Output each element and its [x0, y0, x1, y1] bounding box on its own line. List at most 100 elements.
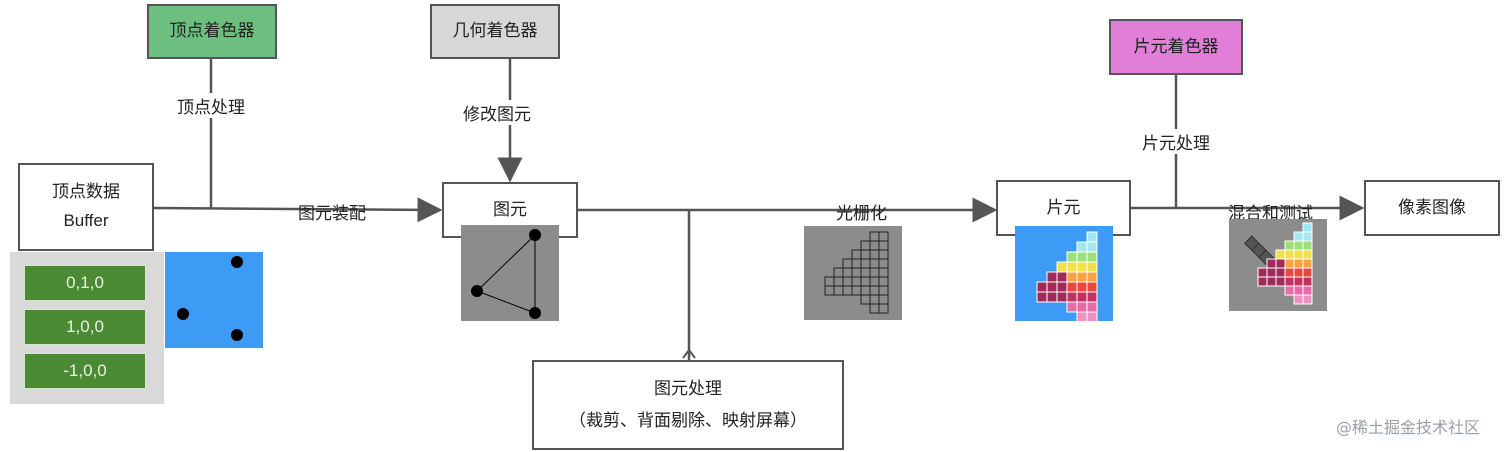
- fragment-cell: [1046, 291, 1058, 303]
- fragment-cell: [1066, 271, 1078, 283]
- fragment-cell: [1046, 271, 1058, 283]
- blend-test-panel: [1229, 219, 1327, 311]
- blend-cell: [1284, 285, 1295, 296]
- fragment-cell: [1076, 241, 1088, 253]
- vertex-point: [177, 308, 189, 320]
- watermark: @稀土掘金技术社区: [1336, 418, 1481, 437]
- blend-cell: [1284, 267, 1295, 278]
- raster-cell: [842, 276, 853, 287]
- blend-cell: [1284, 258, 1295, 269]
- primitive-processing-detail: （裁剪、背面剔除、映射屏幕）: [569, 411, 807, 431]
- raster-cell: [878, 303, 889, 314]
- fragment-shader-label: 片元着色器: [1133, 36, 1219, 57]
- label-vertex-processing: 顶点处理: [175, 93, 247, 118]
- raster-cell: [851, 276, 862, 287]
- fragment-cell: [1076, 301, 1088, 313]
- pixel-image-box: 像素图像: [1364, 180, 1500, 236]
- blend-cell: [1266, 267, 1277, 278]
- label-fragment-processing: 片元处理: [1140, 129, 1212, 154]
- raster-cell: [842, 267, 853, 278]
- fragment-cell: [1076, 281, 1088, 293]
- blend-cell: [1302, 294, 1313, 305]
- fragment-cell: [1086, 291, 1098, 303]
- fragment-cell: [1076, 251, 1088, 263]
- fragment-cell: [1086, 261, 1098, 273]
- raster-cell: [869, 285, 880, 296]
- label-primitive-assembly: 图元装配: [298, 204, 366, 224]
- blend-cell: [1302, 231, 1313, 242]
- fragment-cell: [1076, 271, 1088, 283]
- fragment-cell: [1056, 271, 1068, 283]
- triangle-primitive-panel: [461, 225, 559, 321]
- raster-cell: [860, 267, 871, 278]
- raster-cell: [878, 249, 889, 260]
- blend-cell: [1302, 249, 1313, 260]
- blend-cell: [1293, 249, 1304, 260]
- geometry-shader-box: 几何着色器: [430, 4, 560, 59]
- raster-cell: [878, 258, 889, 269]
- pixel-image-label: 像素图像: [1398, 197, 1466, 218]
- blend-cell: [1284, 249, 1295, 260]
- raster-cell: [851, 267, 862, 278]
- raster-grid-panel: [804, 226, 902, 320]
- fragment-cell: [1056, 281, 1068, 293]
- raster-cell: [860, 294, 871, 305]
- vertex-buffer-item: -1,0,0: [24, 353, 146, 389]
- fragment-cell: [1066, 301, 1078, 313]
- blend-cell: [1293, 285, 1304, 296]
- raster-cell: [842, 258, 853, 269]
- blend-cell: [1302, 222, 1313, 233]
- triangle-vertex: [529, 229, 541, 241]
- raster-cell: [860, 240, 871, 251]
- raster-cell: [869, 267, 880, 278]
- vertex-shader-box: 顶点着色器: [147, 4, 277, 59]
- blend-cell: [1257, 276, 1268, 287]
- raster-cell: [878, 294, 889, 305]
- raster-cell: [833, 267, 844, 278]
- vertex-buffer-panel: 0,1,0 1,0,0 -1,0,0: [10, 252, 164, 404]
- raster-cell: [860, 285, 871, 296]
- raster-cell: [833, 285, 844, 296]
- blend-cell: [1284, 276, 1295, 287]
- raster-cell: [869, 276, 880, 287]
- raster-cell: [851, 249, 862, 260]
- blend-cell: [1302, 258, 1313, 269]
- vertex-buffer-item: 1,0,0: [24, 309, 146, 345]
- fragment-cell: [1086, 281, 1098, 293]
- fragment-cell: [1076, 311, 1088, 323]
- blend-cell: [1302, 276, 1313, 287]
- blend-cell: [1302, 285, 1313, 296]
- blend-cell: [1275, 258, 1286, 269]
- vertex-data-title: 顶点数据: [52, 182, 120, 203]
- fragment-cell: [1046, 281, 1058, 293]
- blend-cell: [1293, 231, 1304, 242]
- blend-cell: [1293, 267, 1304, 278]
- fragment-cell: [1086, 241, 1098, 253]
- primitive-processing-box: 图元处理 （裁剪、背面剔除、映射屏幕）: [532, 360, 844, 450]
- blend-cell: [1293, 258, 1304, 269]
- label-modify-primitive: 修改图元: [461, 100, 533, 125]
- triangle-vertex: [529, 307, 541, 319]
- blend-cell: [1293, 240, 1304, 251]
- triangle-vertex: [471, 285, 483, 297]
- raster-cell: [869, 258, 880, 269]
- vertex-buffer-item: 0,1,0: [24, 265, 146, 301]
- blend-cell: [1293, 276, 1304, 287]
- fragments-panel: [1015, 226, 1113, 323]
- fragment-cell: [1086, 301, 1098, 313]
- raster-cell: [860, 249, 871, 260]
- fragment-cell: [1056, 291, 1068, 303]
- fragment-cell: [1066, 291, 1078, 303]
- raster-cell: [878, 276, 889, 287]
- primitive-processing-title: 图元处理: [654, 378, 722, 399]
- fragment-cell: [1076, 291, 1088, 303]
- blend-cell: [1266, 276, 1277, 287]
- raster-cell: [851, 285, 862, 296]
- fragment-cell: [1086, 311, 1098, 323]
- raster-cell: [869, 240, 880, 251]
- raster-cell: [824, 285, 835, 296]
- blend-cell: [1302, 240, 1313, 251]
- fragment-cell: [1086, 231, 1098, 243]
- raster-cell: [878, 240, 889, 251]
- raster-cell: [842, 285, 853, 296]
